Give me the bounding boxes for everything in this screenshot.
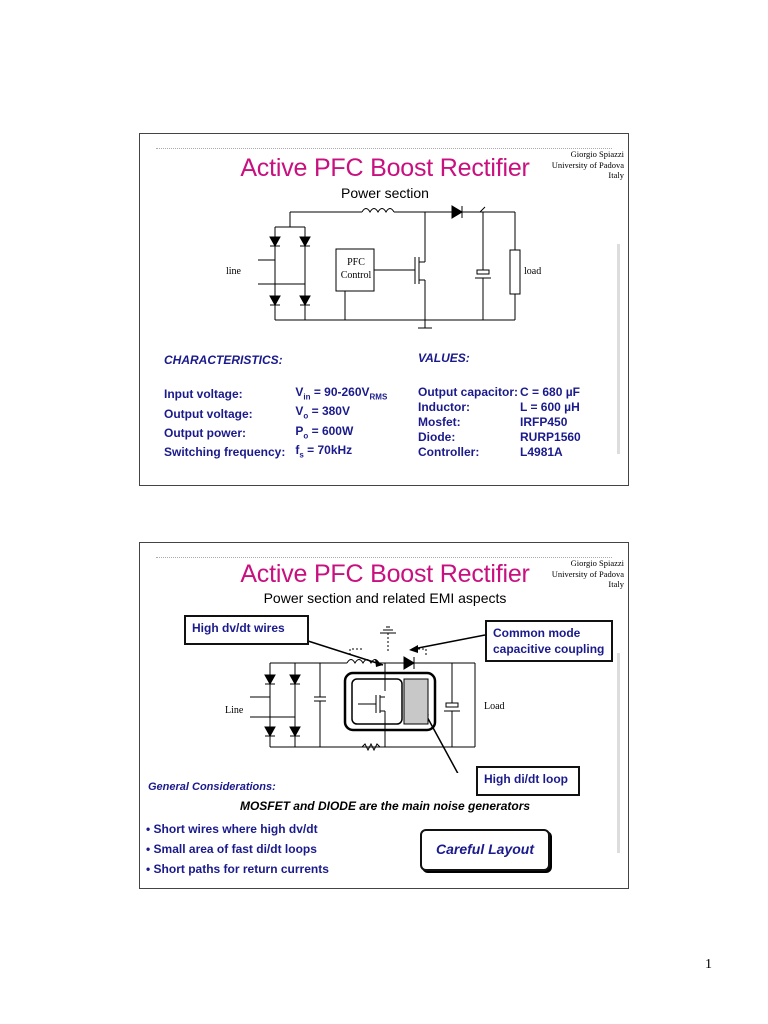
char-value: Po = 600W bbox=[295, 423, 354, 441]
line-label: Line bbox=[225, 705, 244, 716]
page-number: 1 bbox=[705, 957, 712, 972]
char-label: Output voltage: bbox=[164, 406, 253, 421]
slide-1: Giorgio Spiazzi University of Padova Ita… bbox=[139, 133, 629, 486]
value-label: Diode: bbox=[418, 430, 456, 444]
common-mode-line-1: Common mode bbox=[493, 626, 581, 640]
value-label: Output capacitor: bbox=[418, 385, 519, 399]
value-label: Controller: bbox=[418, 445, 480, 459]
slide-divider bbox=[156, 557, 612, 558]
control-label: Control bbox=[340, 270, 372, 281]
values-table: Output capacitor:C = 680 µF Inductor: L =… bbox=[418, 385, 583, 460]
value-label: Mosfet: bbox=[418, 415, 461, 429]
slide-scrollbar bbox=[617, 244, 620, 454]
author-country: Italy bbox=[608, 170, 624, 180]
pfc-control-label: PFC Control bbox=[337, 256, 375, 282]
high-didt-callout: High di/dt loop bbox=[476, 766, 580, 796]
table-row: Output capacitor:C = 680 µF bbox=[418, 385, 583, 400]
slide-2: Giorgio Spiazzi University of Padova Ita… bbox=[139, 542, 629, 889]
slide-subtitle: Power section bbox=[341, 185, 429, 201]
author-name: Giorgio Spiazzi bbox=[570, 558, 624, 568]
slide-scrollbar bbox=[617, 653, 620, 853]
table-row: Controller: L4981A bbox=[418, 445, 583, 460]
value-text: C = 680 µF bbox=[520, 385, 580, 399]
pfc-circuit-diagram bbox=[258, 205, 521, 329]
general-considerations-heading: General Considerations: bbox=[148, 781, 276, 793]
table-row: Input voltage: Vin = 90-260VRMS bbox=[164, 385, 389, 404]
considerations-list: • Short wires where high dv/dt • Small a… bbox=[146, 819, 329, 879]
value-text: RURP1560 bbox=[520, 430, 581, 444]
common-mode-line-2: capacitive coupling bbox=[493, 642, 605, 656]
load-label: Load bbox=[484, 701, 505, 712]
char-value: fs = 70kHz bbox=[295, 443, 353, 460]
characteristics-heading: CHARACTERISTICS: bbox=[164, 353, 283, 367]
char-label: Switching frequency: bbox=[164, 445, 286, 460]
char-label: Output power: bbox=[164, 425, 246, 440]
author-country: Italy bbox=[608, 579, 624, 589]
list-item: • Short paths for return currents bbox=[146, 862, 329, 876]
slide-divider bbox=[156, 148, 612, 149]
high-dvdt-callout: High dv/dt wires bbox=[184, 615, 309, 645]
table-row: Mosfet: IRFP450 bbox=[418, 415, 583, 430]
table-row: Output power: Po = 600W bbox=[164, 424, 389, 443]
list-item: • Short wires where high dv/dt bbox=[146, 822, 318, 836]
value-text: L = 600 µH bbox=[520, 400, 580, 414]
values-heading: VALUES: bbox=[418, 351, 470, 365]
author-university: University of Padova bbox=[551, 568, 624, 579]
author-info: Giorgio Spiazzi University of Padova Ita… bbox=[552, 149, 624, 181]
char-value: Vin = 90-260VRMS bbox=[295, 385, 388, 402]
author-name: Giorgio Spiazzi bbox=[570, 149, 624, 159]
slide-title: Active PFC Boost Rectifier bbox=[240, 154, 530, 182]
common-mode-callout: Common mode capacitive coupling bbox=[485, 620, 613, 662]
value-label: Inductor: bbox=[418, 400, 470, 414]
emi-circuit-diagram bbox=[250, 626, 486, 773]
table-row: Diode: RURP1560 bbox=[418, 430, 583, 445]
pfc-label: PFC bbox=[347, 257, 365, 268]
value-text: L4981A bbox=[520, 445, 563, 459]
load-label: load bbox=[524, 266, 542, 277]
list-item: • Small area of fast di/dt loops bbox=[146, 842, 317, 856]
char-label: Input voltage: bbox=[164, 387, 243, 402]
char-value: Vo = 380V bbox=[295, 404, 350, 421]
table-row: Switching frequency: fs = 70kHz bbox=[164, 443, 389, 462]
author-university: University of Padova bbox=[551, 159, 624, 170]
careful-layout-box: Careful Layout bbox=[420, 829, 550, 871]
noise-statement: MOSFET and DIODE are the main noise gene… bbox=[239, 799, 531, 813]
table-row: Output voltage: Vo = 380V bbox=[164, 404, 389, 423]
table-row: Inductor: L = 600 µH bbox=[418, 400, 583, 415]
author-info: Giorgio Spiazzi University of Padova Ita… bbox=[552, 558, 624, 590]
characteristics-table: Input voltage: Vin = 90-260VRMS Output v… bbox=[164, 385, 389, 463]
slide-title: Active PFC Boost Rectifier bbox=[240, 560, 530, 588]
slide-subtitle: Power section and related EMI aspects bbox=[263, 590, 507, 606]
line-label: line bbox=[226, 266, 241, 277]
value-text: IRFP450 bbox=[520, 415, 568, 429]
